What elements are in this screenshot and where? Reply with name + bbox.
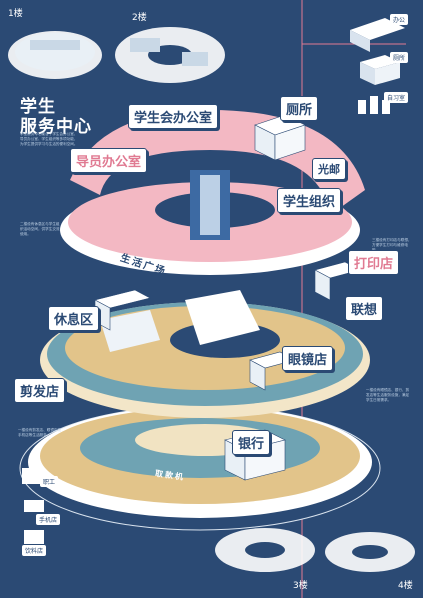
title-line-2: 服务中心 <box>20 117 92 137</box>
floor-1-ring <box>19 405 381 531</box>
prep-office-label: 导员办公室 <box>70 148 148 173</box>
staff-label: 职工 <box>40 476 59 487</box>
paragraph-floor-2: 二楼设有休息区与学生组织活动空间，供学生交流使用。 <box>20 222 60 236</box>
mobile-shop-icon <box>24 500 44 512</box>
barber-label: 剪发店 <box>14 378 66 403</box>
floor-3-label: 3楼 <box>293 581 308 591</box>
office-label: 办公 <box>390 14 409 25</box>
paragraph-left: 一楼设有剪发店、眼镜店及手机店等生活服务。 <box>18 428 62 437</box>
drink-shop-label: 饮料店 <box>22 545 47 556</box>
floor-4-label: 4楼 <box>398 581 413 591</box>
mail-label: 光邮 <box>312 158 346 180</box>
union-office-label: 学生会办公室 <box>128 104 219 129</box>
study-room-icon <box>358 96 390 114</box>
floor-2-ring <box>40 290 370 418</box>
mobile-shop-label: 手机店 <box>36 514 61 525</box>
drink-shop-icon <box>24 530 44 544</box>
bank-label: 银行 <box>232 430 271 455</box>
floor-1-label: 1楼 <box>8 9 23 19</box>
title-line-1: 学生 <box>20 97 56 117</box>
floor-2-label: 2楼 <box>132 13 147 23</box>
toilet-side-label: 厕所 <box>390 52 409 63</box>
floor-3-mini-plan <box>215 528 315 572</box>
lounge-label: 休息区 <box>48 306 100 331</box>
optician-label: 眼镜店 <box>282 346 334 371</box>
floor-1-mini-plan <box>8 31 102 79</box>
floor-4-mini-plan <box>325 532 415 572</box>
study-room-label: 自习室 <box>384 92 409 103</box>
staff-icon <box>22 468 44 484</box>
paragraph-floor-1: 一楼设有眼镜店、银行、剪发店等生活服务设施，满足学生日常需求。 <box>366 388 410 402</box>
intro-paragraph: 学生服务中心集合了学生会办公室、导员办公室、学生组织等多项功能，为学生提供学习与… <box>20 132 78 146</box>
floor-2-mini-plan <box>115 27 225 83</box>
toilet-label: 厕所 <box>280 96 319 121</box>
student-org-label: 学生组织 <box>277 188 342 213</box>
print-shop-label: 打印店 <box>348 250 400 275</box>
lenovo-label: 联想 <box>345 296 384 321</box>
